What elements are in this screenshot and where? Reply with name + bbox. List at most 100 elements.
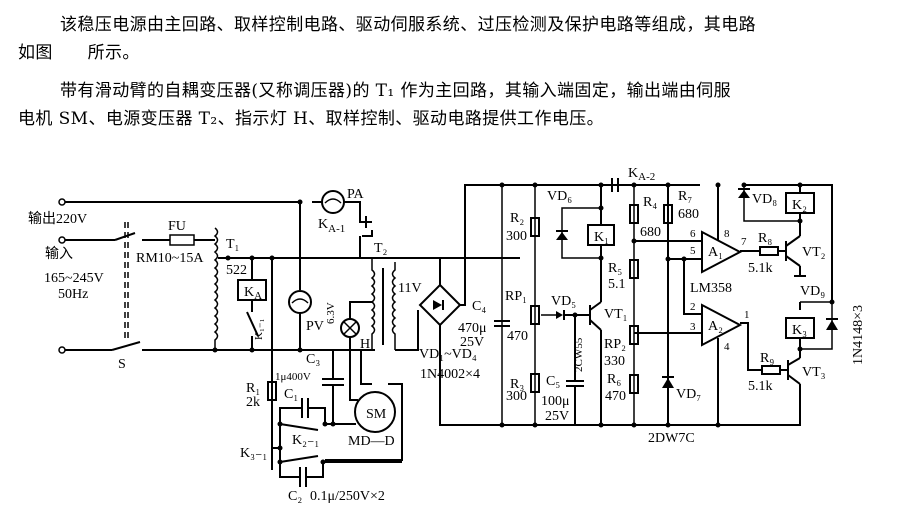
c3-label: C₃ [306,352,320,367]
transformer-t2-primary [370,258,376,350]
vt3-label: VT₃ [802,365,826,380]
switch-k1-1 [246,311,259,337]
pin-8-label: 8 [724,228,730,240]
paragraph-1-line-1: 该稳压电源由主回路、取样控制电路、驱动伺服系统、过压检测及保护电路等组成，其电路 [60,15,756,35]
k3-1-label: K₃₋₁ [240,446,267,461]
r8-value-label: 5.1k [748,261,773,276]
diode-vd8 [738,190,750,198]
resistor-r2 [530,217,540,237]
voltmeter-pv-label: PV [306,319,324,334]
servo-motor-sm [354,391,396,433]
diode-vd9 [826,320,838,330]
c5-label: C₅ [546,374,560,389]
a1-label: A₁ [708,245,723,260]
r3-value-label: 300 [506,389,527,404]
r4-value-label: 680 [640,225,661,240]
k2-1-label: K₂₋₁ [292,433,319,448]
resistor-r6 [629,374,639,394]
c1-label: C₁ [284,387,298,402]
resistor-r7 [663,204,673,224]
k1-1-label: K₁₋₁ [253,318,265,340]
zener-vd5 [556,311,563,319]
secondary-voltage-label: 11V [398,281,422,296]
t2-label: T₂ [374,241,388,256]
r9-label: R₉ [760,351,774,366]
t1-label: T₁ [226,237,239,252]
input-label: 输入 [45,246,73,262]
c4-value-1: 470μ [458,321,487,336]
bridge-type-label: 1N4002×4 [420,367,480,382]
switch-s-label: S [118,357,126,372]
lm358-label: LM358 [690,281,732,296]
contact-ka-1 [344,201,373,258]
fuse-label: FU [168,219,186,234]
diode-vd6 [556,232,568,240]
input-output-terminals [58,198,300,354]
frequency-label: 50Hz [58,287,88,302]
vd8-label: VD₈ [752,192,777,207]
vt2-label: VT₂ [802,245,826,260]
pin-3-label: 3 [690,321,696,333]
resistor-r5 [629,259,639,279]
rp1-value-label: 470 [507,329,528,344]
motor-model-label: MD—D [348,434,395,449]
r4-label: R₄ [643,195,657,210]
vd5-label: VD₅ [551,294,576,309]
r2-label: R₂ [510,211,524,226]
r6-label: R₆ [607,372,621,387]
pin-2-label: 2 [690,301,696,313]
r5-value-label: 5.1 [608,277,626,292]
transformer-t2-secondary [391,262,397,350]
input-range-label: 165~245V [44,271,104,286]
rp2-label: RP₂ [604,337,626,352]
r7-label: R₇ [678,189,692,204]
potentiometer-rp1 [530,305,540,325]
motor-sm-label: SM [366,407,387,422]
relay-k2-label: K₂ [792,198,807,213]
paragraph-2-line-2: 电机 SM、电源变压器 T₂、指示灯 H、取样控制、驱动电路提供工作电压。 [18,109,605,129]
r9-value-label: 5.1k [748,379,773,394]
c3-value-label: 1μ400V [275,371,311,383]
fuse-type-label: RM10~15A [136,251,204,266]
vd6-label: VD₆ [547,189,572,204]
vt1-label: VT₁ [604,307,628,322]
c4-value-2: 25V [460,335,484,350]
ka-1-label: KA-1 [318,217,345,235]
r2-value-label: 300 [506,229,527,244]
r1-label: R₁ [246,381,260,396]
pv-voltage-label: 6.3V [325,302,337,324]
pin-5-label: 5 [690,245,696,257]
c2-value-label: 0.1μ/250V×2 [310,489,385,504]
pin-6-label: 6 [690,228,696,240]
relay-k3-label: K₃ [792,323,807,338]
a2-label: A₂ [708,319,723,334]
pin-4-label: 4 [724,341,730,353]
r6-value-label: 470 [605,389,626,404]
pin-1-label: 1 [744,309,750,321]
lamp-h-label: H [360,337,370,352]
zener-vd7 [662,378,674,388]
vd7-type-label: 2DW7C [648,431,695,446]
vd7-label: VD₇ [676,387,701,402]
paragraph-1-line-2: 如图 所示。 [18,43,140,63]
autotransformer-t1 [213,227,219,350]
r3-label: R₃ [510,377,524,392]
output-label: 输出220V [28,211,87,227]
r7-value-label: 680 [678,207,699,222]
potentiometer-rp2 [629,325,639,345]
diode-type-label: 1N4148×3 [851,305,866,365]
vd9-label: VD₉ [800,284,825,299]
contact-ka-2 [601,178,700,192]
switch-k3-1 [279,455,319,463]
rp2-value-label: 330 [604,354,625,369]
resistor-r4 [629,204,639,224]
rp1-label: RP₁ [505,289,527,304]
r8-label: R₈ [758,231,772,246]
c2-label: C₂ [288,489,302,504]
paragraph-2-line-1: 带有滑动臂的自耦变压器(又称调压器)的 T₁ 作为主回路，其输入端固定，输出端由… [60,81,732,101]
relay-ka-label: KA [244,285,262,302]
r1-value-label: 2k [246,395,260,410]
c5-value-1: 100μ [541,394,570,409]
r5-label: R₅ [608,261,622,276]
